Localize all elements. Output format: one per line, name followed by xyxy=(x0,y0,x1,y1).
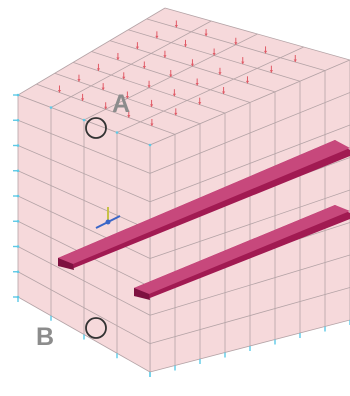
mesh-node xyxy=(16,245,20,248)
load-arrow-head xyxy=(174,25,178,28)
load-arrow-head xyxy=(135,46,139,50)
load-arrow-head xyxy=(241,61,245,65)
load-arrow-head xyxy=(125,96,129,99)
load-arrow-head xyxy=(57,90,62,93)
mesh-node xyxy=(115,131,119,134)
marker-b-circle-marker-icon xyxy=(85,317,107,339)
label-point-b: B xyxy=(36,323,54,351)
load-arrow-head xyxy=(234,42,238,45)
mesh-node xyxy=(16,219,20,223)
mesh-node xyxy=(16,295,20,299)
mesh-line xyxy=(50,20,212,108)
load-arrow-head xyxy=(204,33,208,37)
load-arrow-head xyxy=(155,35,159,39)
mesh-node xyxy=(82,118,86,122)
mesh-node xyxy=(16,194,20,198)
coordinate-axes-icon xyxy=(95,207,121,229)
load-arrow-head xyxy=(142,66,146,69)
mesh-node xyxy=(16,144,20,147)
load-arrow-head xyxy=(149,104,154,107)
load-arrow-head xyxy=(80,98,85,101)
marker-a-circle-marker-icon xyxy=(85,117,107,139)
load-arrow-head xyxy=(77,79,81,82)
load-arrow-head xyxy=(245,80,250,84)
load-arrow-head xyxy=(190,63,195,67)
load-arrow-head xyxy=(127,115,131,118)
load-arrow-head xyxy=(150,123,154,126)
mesh-node xyxy=(148,143,152,147)
mesh-line xyxy=(116,46,304,133)
block-side-face xyxy=(149,59,350,373)
rebar-lower xyxy=(134,205,350,300)
mesh-line xyxy=(17,7,166,96)
mesh-node xyxy=(16,169,20,173)
label-point-a: A xyxy=(112,90,130,118)
load-arrow-head xyxy=(269,70,273,73)
load-arrow-head xyxy=(96,68,101,71)
mesh-node xyxy=(16,118,20,122)
load-arrow-head xyxy=(221,91,226,94)
load-arrow-head xyxy=(172,93,176,97)
load-arrow-head xyxy=(122,76,126,80)
mesh-node xyxy=(49,106,53,109)
load-arrow-head xyxy=(195,83,199,86)
load-arrow-head xyxy=(263,50,268,54)
load-arrows xyxy=(57,20,297,126)
top-face-fill xyxy=(18,8,350,145)
load-arrow-head xyxy=(218,72,222,75)
load-arrow-head xyxy=(183,44,188,47)
mesh-node xyxy=(16,93,20,97)
load-arrow-head xyxy=(116,57,120,60)
boundary-nodes xyxy=(13,93,350,377)
load-arrow-head xyxy=(104,106,108,110)
load-arrow-head xyxy=(198,102,202,105)
load-arrow-head xyxy=(163,55,167,58)
load-arrow-head xyxy=(212,53,216,56)
load-arrow-head xyxy=(147,85,151,88)
load-arrow-head xyxy=(169,74,173,77)
load-arrow-head xyxy=(293,59,297,62)
rebar-upper xyxy=(58,140,350,270)
load-arrow-head xyxy=(174,112,178,116)
mesh-node xyxy=(16,270,20,274)
load-arrow-head xyxy=(101,87,105,91)
